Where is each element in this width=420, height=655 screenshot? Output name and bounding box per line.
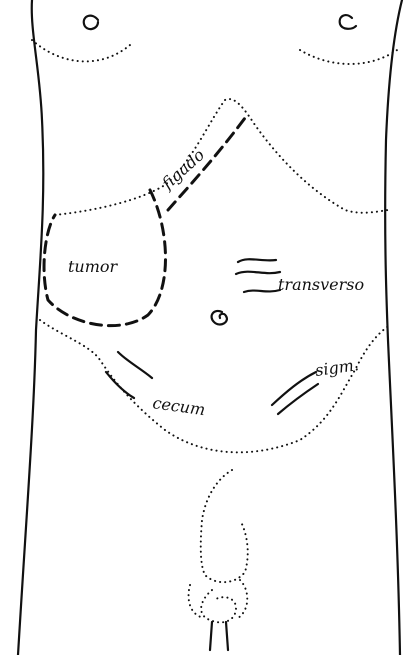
lower-abdomen-boundary <box>40 320 390 452</box>
right-pectoral-line <box>300 48 400 64</box>
navel-icon <box>212 311 227 325</box>
genital-left-line <box>210 622 212 650</box>
genital-right-line <box>226 622 228 650</box>
genital-outline <box>201 470 248 582</box>
tumor-label: tumor <box>68 257 119 276</box>
liver-label: figado <box>157 145 208 193</box>
genital-inner-outline <box>201 590 236 622</box>
transverse-colon: transverso <box>236 259 364 294</box>
genital-region <box>189 470 248 650</box>
transverse-stroke-3 <box>244 290 280 292</box>
torso-left-edge <box>18 0 43 655</box>
transverse-stroke-2 <box>236 272 280 274</box>
sigmoid-stroke-2 <box>278 384 318 414</box>
cecum-stroke-1 <box>118 352 152 378</box>
cecum-label: cecum <box>151 393 206 419</box>
tumor: tumor <box>44 190 165 326</box>
sigmoid-label: sigm. <box>314 355 360 380</box>
chest <box>32 15 400 64</box>
genital-base-outline <box>189 585 204 618</box>
liver: figado <box>55 99 388 215</box>
costal-margin <box>55 99 388 215</box>
left-pectoral-line <box>32 40 130 61</box>
left-nipple-icon <box>84 16 98 29</box>
genital-right-outline <box>238 580 247 618</box>
cecum: cecum <box>106 352 206 419</box>
right-nipple-icon <box>340 15 356 29</box>
torso-outline <box>18 0 402 655</box>
transverse-stroke-1 <box>238 259 276 262</box>
transverse-label: transverso <box>278 275 364 294</box>
cecum-stroke-2 <box>106 372 134 398</box>
